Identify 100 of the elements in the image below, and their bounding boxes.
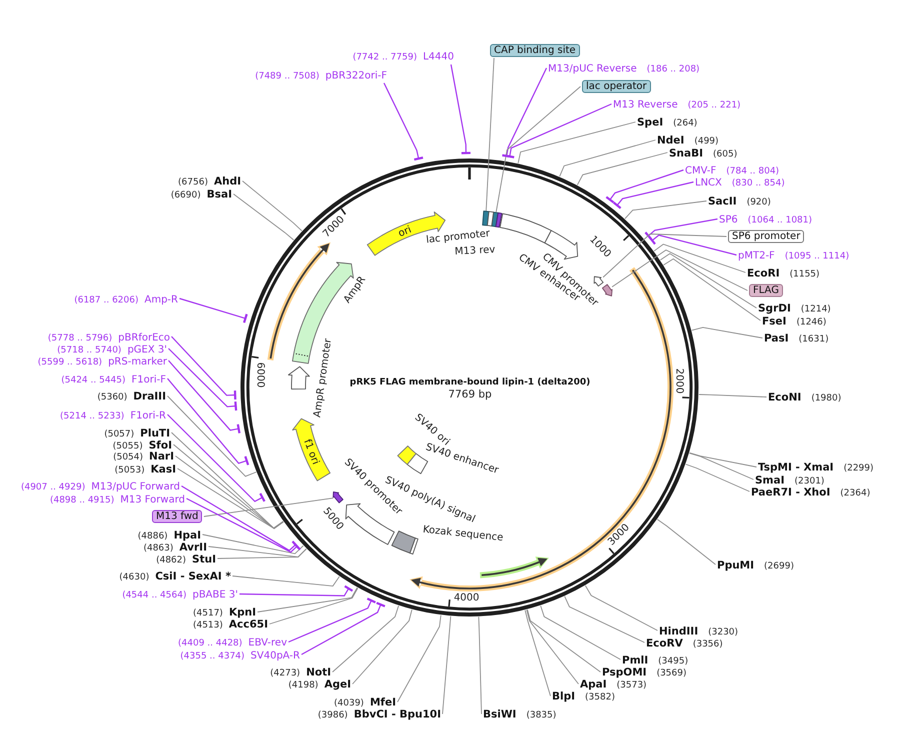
enzyme-label: KasI — [150, 463, 176, 475]
enzyme-label: ApaI — [580, 678, 607, 690]
position-label: (920) — [746, 196, 771, 208]
enzyme-label: SacII — [708, 196, 737, 208]
leader-line — [612, 249, 748, 291]
feature-tag: M13 fwd — [152, 510, 202, 523]
leader-line — [397, 614, 442, 702]
leader-line — [203, 498, 334, 517]
position-label: (2364) — [840, 487, 870, 499]
tick-label: 2000 — [674, 368, 685, 394]
position-label: (264) — [673, 118, 698, 130]
position-label: (1095 .. 1114) — [784, 250, 850, 262]
enzyme-label: SfoI — [148, 439, 172, 451]
feature-label: M13 rev — [454, 244, 496, 258]
leader-line — [167, 414, 266, 502]
position-label: (1980) — [811, 392, 842, 404]
primer-label: pBR322ori-F — [325, 70, 387, 82]
enzyme-label: PasI — [764, 332, 789, 344]
position-label: (4862) — [156, 554, 186, 566]
position-label: (1246) — [796, 316, 826, 328]
position-label: (4273) — [270, 668, 300, 680]
leader-line — [269, 588, 358, 624]
enzyme-label: PspOMI — [602, 666, 647, 678]
enzyme-label: HpaI — [174, 529, 201, 541]
leader-line — [257, 587, 358, 612]
position-label: (4544 .. 4564) — [122, 590, 186, 602]
position-label: (5214 .. 5233) — [60, 410, 124, 422]
enzyme-label: AvrII — [179, 541, 207, 553]
leader-line — [648, 234, 737, 256]
tick-label: 6000 — [254, 362, 266, 388]
position-label: (4630) — [119, 572, 150, 584]
enzyme-label: SnaBI — [669, 147, 704, 159]
enzyme-label: FseI — [762, 315, 786, 327]
leader-line — [383, 82, 424, 161]
leader-line — [208, 546, 307, 558]
position-label: (1155) — [790, 268, 820, 280]
position-label: (3495) — [658, 655, 688, 667]
leader-line — [612, 181, 694, 210]
leader-line — [663, 258, 761, 321]
enzyme-label: BbvCI - Bpu10I — [354, 708, 441, 720]
enzyme-label: HindIII — [659, 625, 698, 637]
position-label: (3356) — [692, 638, 723, 650]
leader-line — [526, 609, 579, 684]
map-title: pRK5 FLAG membrane-bound lipin-1 (delta200) — [350, 378, 590, 388]
enzyme-label: MfeI — [370, 696, 396, 708]
primer-label: L4440 — [422, 52, 454, 64]
primer-label: pRS-marker — [108, 356, 167, 368]
primer-label: EBV-rev — [248, 638, 287, 650]
position-label: (6187 .. 6206) — [74, 294, 138, 306]
position-label: (5599 .. 5618) — [38, 356, 102, 368]
feature-tag: SP6 promoter — [728, 230, 804, 243]
feature-band — [332, 491, 344, 504]
position-label: (5057) — [104, 428, 134, 440]
enzyme-label: NotI — [306, 666, 331, 678]
leader-line — [288, 598, 377, 643]
enzyme-label: SpeI — [637, 116, 664, 128]
leader-line — [501, 68, 548, 158]
leader-line — [232, 576, 340, 586]
leader-line — [605, 169, 684, 204]
position-label: (6756) — [178, 176, 208, 188]
position-label: (3573) — [616, 680, 647, 692]
primer-label: M13/pUC Forward — [91, 482, 180, 494]
position-label: (3835) — [526, 710, 556, 722]
primer-label: pBRforEco — [118, 332, 170, 344]
leader-line — [486, 58, 494, 212]
position-label: (5055) — [112, 440, 143, 452]
leader-line — [654, 244, 746, 273]
position-label: (499) — [694, 136, 719, 148]
leader-line — [168, 360, 241, 434]
leader-line — [175, 456, 284, 530]
position-label: (205 .. 221) — [688, 100, 741, 112]
primer-label: F1ori-F — [132, 374, 166, 386]
leader-line — [688, 452, 754, 480]
enzyme-label: SmaI — [755, 474, 784, 486]
position-label: (3230) — [708, 626, 738, 638]
leader-line — [584, 585, 658, 631]
leader-line — [504, 103, 612, 158]
position-label: (2301) — [794, 475, 824, 487]
position-label: (186 .. 208) — [646, 64, 700, 76]
enzyme-label: BsiWI — [483, 708, 516, 720]
enzyme-label: Acc65I — [228, 618, 268, 630]
feature-band — [602, 284, 613, 296]
leader-line — [559, 140, 656, 177]
feature-label: f1 ori — [301, 438, 321, 466]
feature-label: AmpR promoter — [312, 338, 334, 418]
position-label: (6690) — [170, 190, 201, 202]
position-label: (784 .. 804) — [726, 166, 780, 178]
leader-line — [656, 518, 716, 565]
enzyme-label: NdeI — [657, 134, 684, 146]
enzyme-label: BlpI — [552, 690, 576, 702]
position-label: (4039) — [334, 698, 364, 710]
enzyme-label: EcoRI — [747, 267, 780, 279]
leader-line — [624, 200, 707, 220]
leader-line — [660, 253, 757, 308]
leader-line — [242, 180, 302, 232]
leader-line — [644, 218, 718, 240]
position-label: (5053) — [114, 464, 145, 476]
enzyme-label: EcoRV — [646, 637, 683, 649]
position-label: (4907 .. 4929) — [20, 482, 86, 494]
leader-line — [564, 596, 645, 643]
